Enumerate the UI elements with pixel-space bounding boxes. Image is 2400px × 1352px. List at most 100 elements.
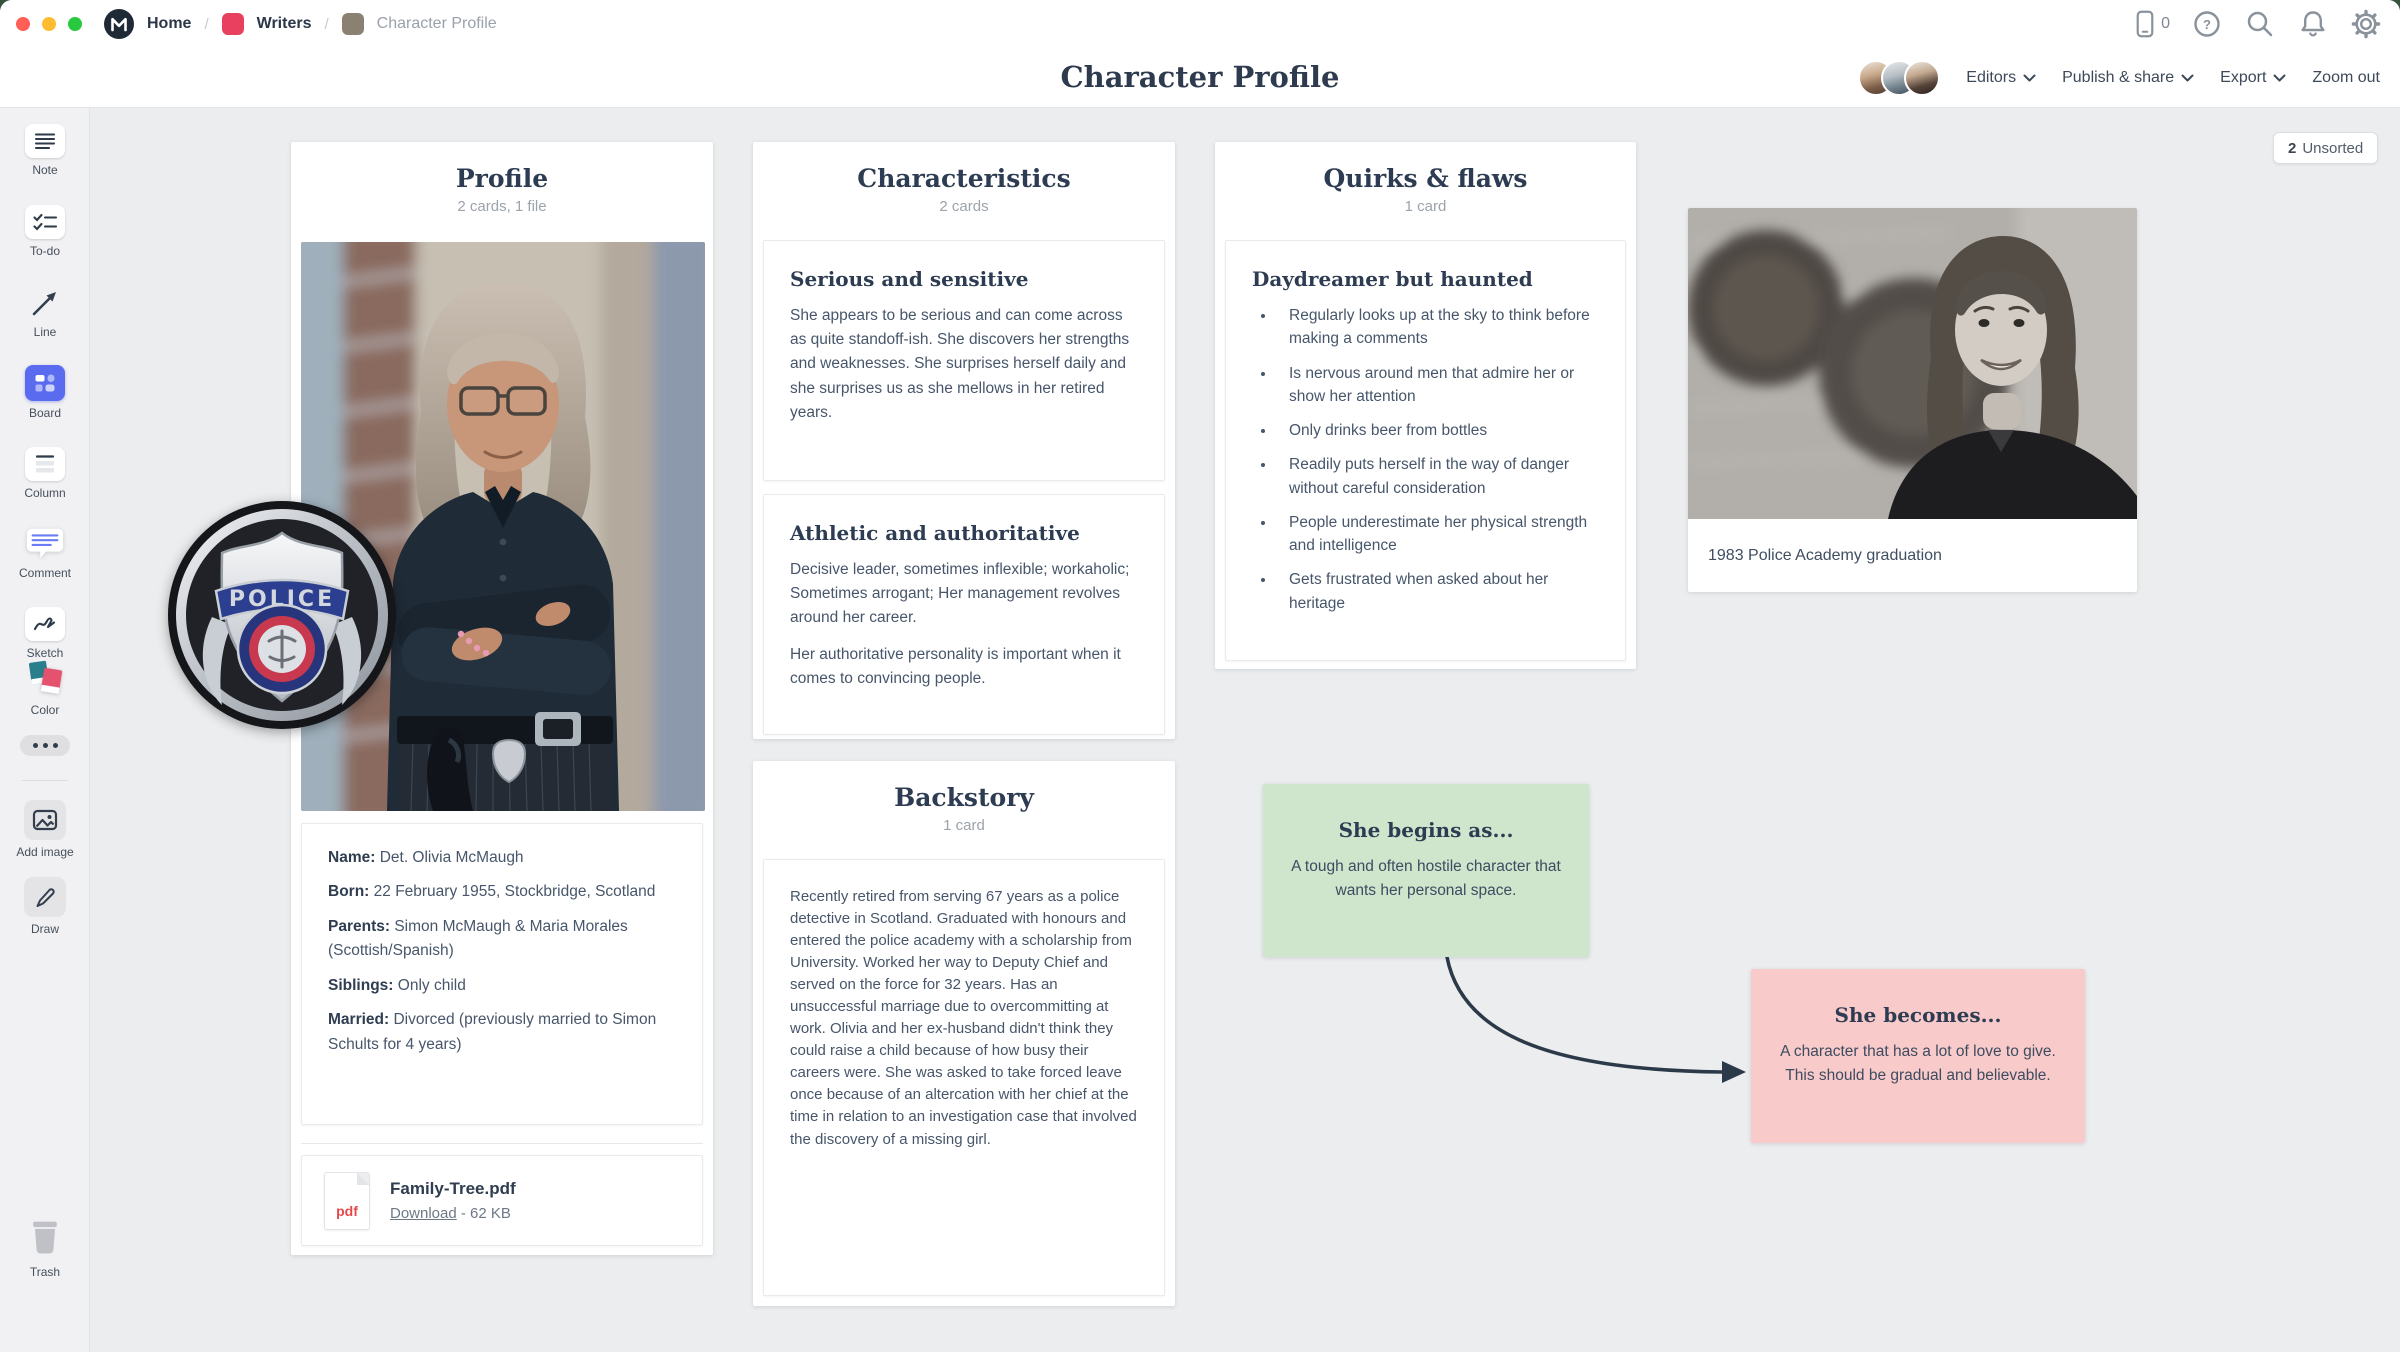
tool-more[interactable] bbox=[0, 735, 90, 756]
tool-board[interactable]: Board bbox=[0, 365, 90, 420]
profile-photo bbox=[301, 242, 705, 811]
mobile-preview-button[interactable]: 0 bbox=[2135, 9, 2170, 39]
publish-share-menu-button[interactable]: Publish & share bbox=[2062, 69, 2194, 87]
column-icon bbox=[25, 447, 65, 481]
bullet-item: People underestimate her physical streng… bbox=[1276, 511, 1599, 558]
minimize-window-button[interactable] bbox=[42, 17, 56, 31]
tool-note[interactable]: Note bbox=[0, 124, 90, 177]
help-icon[interactable]: ? bbox=[2191, 8, 2223, 40]
export-menu-button[interactable]: Export bbox=[2220, 69, 2286, 87]
tool-color[interactable]: Color bbox=[0, 656, 90, 717]
bullet-item: Is nervous around men that admire her or… bbox=[1276, 362, 1599, 409]
svg-text:?: ? bbox=[2203, 17, 2211, 32]
card-paragraph: Recently retired from serving 67 years a… bbox=[790, 888, 1137, 1148]
profile-photo-card[interactable] bbox=[301, 242, 705, 811]
tool-add-image[interactable]: Add image bbox=[0, 800, 90, 859]
note-title: She becomes... bbox=[1834, 1003, 2002, 1027]
graduation-image-card[interactable]: 1983 Police Academy graduation bbox=[1688, 208, 2137, 592]
card-heading: Daydreamer but haunted bbox=[1252, 267, 1533, 291]
field-label: Siblings: bbox=[328, 976, 394, 994]
breadcrumb: Home / Writers / Character Profile bbox=[104, 0, 497, 48]
note-card[interactable]: Daydreamer but haunted Regularly looks u… bbox=[1225, 240, 1626, 661]
draw-pencil-icon bbox=[24, 877, 66, 917]
field-value: Det. Olivia McMaugh bbox=[379, 849, 524, 866]
download-link[interactable]: Download bbox=[390, 1204, 457, 1222]
column-subtitle: 1 card bbox=[1404, 198, 1447, 215]
pdf-file-icon: pdf bbox=[324, 1171, 370, 1230]
tool-trash[interactable]: Trash bbox=[0, 1216, 90, 1279]
tool-todo[interactable]: To-do bbox=[0, 205, 90, 258]
column-title: Characteristics bbox=[857, 164, 1071, 193]
tool-column[interactable]: Column bbox=[0, 447, 90, 500]
tool-draw[interactable]: Draw bbox=[0, 877, 90, 936]
breadcrumb-separator: / bbox=[204, 15, 209, 33]
avatar[interactable] bbox=[1904, 59, 1941, 96]
tool-sketch[interactable]: Sketch bbox=[0, 607, 90, 660]
breadcrumb-writers[interactable]: Writers bbox=[256, 15, 312, 32]
note-card[interactable]: Recently retired from serving 67 years a… bbox=[763, 859, 1165, 1296]
note-card[interactable]: Serious and sensitive She appears to be … bbox=[763, 240, 1165, 481]
add-image-icon bbox=[24, 800, 66, 840]
settings-gear-icon[interactable] bbox=[2350, 8, 2382, 40]
comment-icon bbox=[25, 527, 65, 561]
tool-label: To-do bbox=[29, 244, 61, 258]
unsorted-count: 2 bbox=[2288, 139, 2297, 157]
window-controls bbox=[16, 17, 82, 31]
tool-label: Color bbox=[30, 703, 60, 717]
breadcrumb-home[interactable]: Home bbox=[147, 15, 192, 32]
profile-column[interactable]: Profile 2 cards, 1 file bbox=[291, 142, 713, 1255]
board-header: Character Profile Editors Publish & shar… bbox=[0, 48, 2400, 108]
mobile-count: 0 bbox=[2161, 15, 2170, 32]
tool-label: Board bbox=[28, 406, 62, 420]
line-arrow-icon bbox=[25, 286, 65, 320]
search-icon[interactable] bbox=[2244, 8, 2276, 40]
zoom-window-button[interactable] bbox=[68, 17, 82, 31]
police-badge-image[interactable]: POLICE bbox=[166, 499, 398, 731]
card-paragraph: She appears to be serious and can come a… bbox=[790, 307, 1130, 421]
image-caption: 1983 Police Academy graduation bbox=[1708, 546, 1942, 564]
pdf-label: pdf bbox=[336, 1202, 358, 1219]
tool-label: Trash bbox=[29, 1265, 61, 1279]
tool-line[interactable]: Line bbox=[0, 286, 90, 339]
tool-label: Add image bbox=[16, 845, 74, 859]
editors-menu-button[interactable]: Editors bbox=[1966, 69, 2036, 87]
column-subtitle: 2 cards bbox=[939, 198, 989, 215]
zoom-out-label: Zoom out bbox=[2312, 68, 2380, 86]
phone-icon bbox=[2136, 10, 2154, 38]
sketch-icon bbox=[25, 607, 65, 641]
she-begins-note[interactable]: She begins as... A tough and often hosti… bbox=[1263, 784, 1589, 957]
card-paragraph: Her authoritative personality is importa… bbox=[790, 645, 1121, 687]
note-icon bbox=[25, 124, 65, 158]
header-actions: Editors Publish & share Export Zoom out bbox=[1858, 48, 2380, 107]
tool-comment[interactable]: Comment bbox=[0, 527, 90, 580]
window-chrome: Home / Writers / Character Profile 0 ? bbox=[0, 0, 2400, 48]
notifications-bell-icon[interactable] bbox=[2297, 8, 2329, 40]
column-title: Quirks & flaws bbox=[1323, 164, 1528, 193]
writers-board-icon[interactable] bbox=[221, 13, 244, 35]
close-window-button[interactable] bbox=[16, 17, 30, 31]
field-value: 22 February 1955, Stockbridge, Scotland bbox=[373, 883, 656, 901]
column-subtitle: 1 card bbox=[943, 817, 985, 834]
unsorted-label: Unsorted bbox=[2302, 139, 2364, 157]
board-icon bbox=[25, 365, 65, 401]
bullet-item: Gets frustrated when asked about her her… bbox=[1276, 568, 1599, 615]
tool-label: Sketch bbox=[26, 646, 64, 660]
quirks-column[interactable]: Quirks & flaws 1 card Daydreamer but hau… bbox=[1215, 142, 1636, 669]
zoom-out-button[interactable]: Zoom out bbox=[2312, 69, 2380, 87]
she-becomes-note[interactable]: She becomes... A character that has a lo… bbox=[1751, 969, 2085, 1143]
card-heading: Serious and sensitive bbox=[790, 267, 1029, 291]
file-card[interactable]: pdf Family-Tree.pdf Download - 62 KB bbox=[301, 1155, 703, 1246]
card-paragraph: Decisive leader, sometimes inflexible; w… bbox=[790, 561, 1130, 627]
page-title: Character Profile bbox=[1060, 60, 1340, 94]
milanote-logo-icon[interactable] bbox=[104, 9, 134, 39]
tool-label: Draw bbox=[30, 922, 59, 936]
note-card[interactable]: Athletic and authoritative Decisive lead… bbox=[763, 494, 1165, 735]
editor-avatars[interactable] bbox=[1858, 59, 1941, 96]
tool-label: Line bbox=[33, 325, 57, 339]
profile-info-card[interactable]: Name: Det. Olivia McMaugh Born: 22 Febru… bbox=[301, 823, 703, 1125]
tool-label: Note bbox=[32, 163, 58, 177]
unsorted-badge[interactable]: 2 Unsorted bbox=[2273, 132, 2379, 164]
backstory-column[interactable]: Backstory 1 card Recently retired from s… bbox=[753, 761, 1175, 1306]
todo-icon bbox=[25, 205, 65, 239]
characteristics-column[interactable]: Characteristics 2 cards Serious and sens… bbox=[753, 142, 1175, 739]
